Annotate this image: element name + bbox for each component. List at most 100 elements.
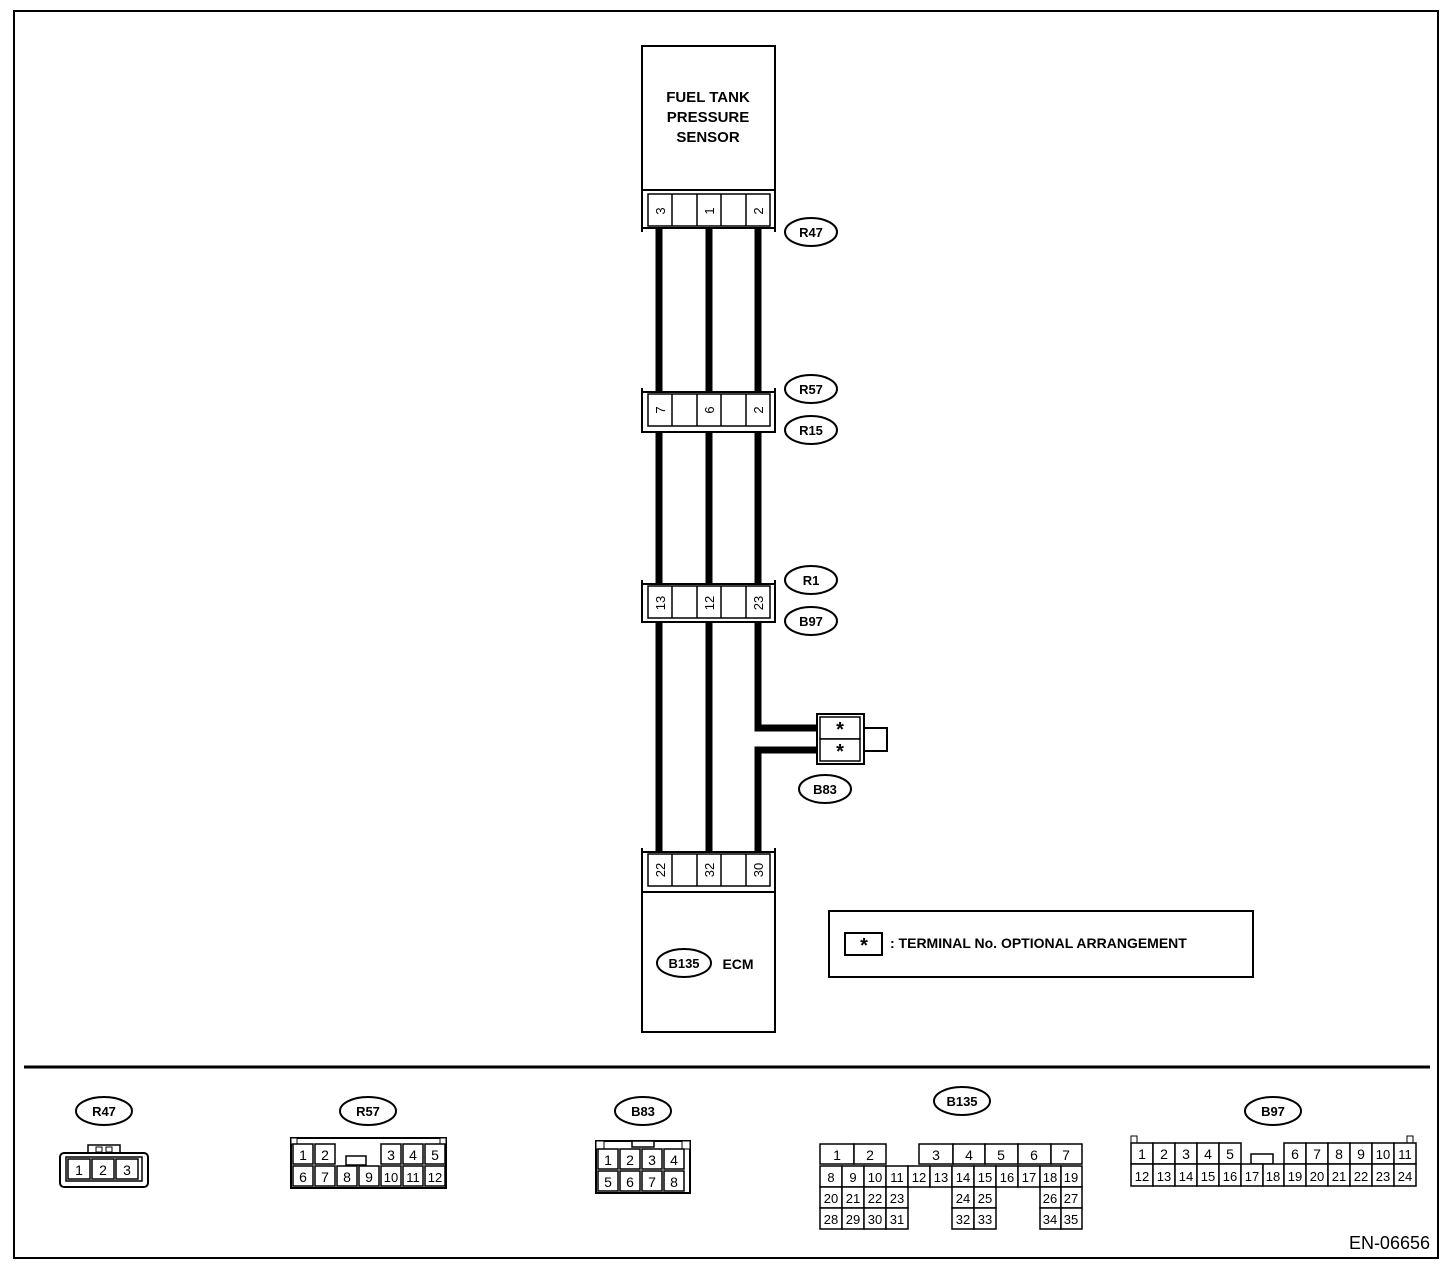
r57-view-pin: 4: [409, 1147, 417, 1163]
b135-view-pin: 25: [978, 1191, 992, 1206]
b97-view-pin: 8: [1335, 1146, 1343, 1162]
r1-pin: 23: [751, 596, 766, 610]
b135-view-pin: 8: [827, 1170, 834, 1185]
connector-tag-b97: B97: [784, 606, 838, 636]
b97-view-pin: 14: [1179, 1169, 1193, 1184]
connector-tag-r57: R57: [784, 374, 838, 404]
b135-view-pin: 29: [846, 1212, 860, 1227]
b135-pin: 22: [653, 863, 668, 877]
b135-view-pin: 16: [1000, 1170, 1014, 1185]
legend-text: : TERMINAL No. OPTIONAL ARRANGEMENT: [890, 935, 1187, 951]
b135-view-pin: 23: [890, 1191, 904, 1206]
r57-view-pin: 12: [428, 1170, 442, 1185]
b135-view-pin: 9: [849, 1170, 856, 1185]
connector-tag-b83-label: B83: [813, 782, 837, 797]
b135-view-pin: 20: [824, 1191, 838, 1206]
b83-pin: *: [836, 741, 844, 763]
b135-view-pin: 13: [934, 1170, 948, 1185]
b135-view-pin: 17: [1022, 1170, 1036, 1185]
connector-r47-pins: 3 1 2: [641, 189, 776, 232]
ecm-connector-tag: B135: [668, 956, 699, 971]
connector-tag-r15: R15: [784, 415, 838, 445]
outer-frame: [13, 10, 1439, 1259]
b135-view-pin: 19: [1064, 1170, 1078, 1185]
r57-pin: 6: [702, 406, 717, 413]
b97-view-pin: 21: [1332, 1169, 1346, 1184]
b135-view-pin: 6: [1030, 1147, 1038, 1163]
r57-view-pin: 6: [299, 1169, 307, 1185]
r47-pin: 1: [702, 207, 717, 214]
connector-tag-r1: R1: [784, 565, 838, 595]
b83-view-pin: 5: [604, 1174, 612, 1190]
b135-view-pin: 10: [868, 1170, 882, 1185]
connector-tag-r47-label: R47: [799, 225, 823, 240]
connector-view-b83: B83 1 2 3 4 5 6 7 8: [595, 1096, 691, 1194]
b83-view-pin: 3: [648, 1152, 656, 1168]
b135-view-pin: 33: [978, 1212, 992, 1227]
b97-view-pin: 4: [1204, 1146, 1212, 1162]
b135-pin: 32: [702, 863, 717, 877]
connector-tag-r57-label: R57: [799, 382, 823, 397]
sensor-label-line1: FUEL TANK: [666, 89, 750, 106]
r57-view-pin: 9: [365, 1169, 373, 1185]
b135-view-pin: 11: [890, 1170, 904, 1185]
r47-pin: 3: [653, 207, 668, 214]
b97-view-pin: 6: [1291, 1146, 1299, 1162]
r47-view-pin: 1: [75, 1162, 83, 1178]
r57-view-pin: 2: [321, 1147, 329, 1163]
b83-view-pin: 6: [626, 1174, 634, 1190]
b135-view-pin: 21: [846, 1191, 860, 1206]
connector-view-b135-label: B135: [946, 1094, 977, 1109]
b135-view-pin: 2: [866, 1147, 874, 1163]
b97-view-pin: 13: [1157, 1169, 1171, 1184]
b135-view-pin: 27: [1064, 1191, 1078, 1206]
b83-view-pin: 4: [670, 1152, 678, 1168]
sensor-label-line3: SENSOR: [676, 129, 740, 146]
sensor-label-line2: PRESSURE: [667, 109, 750, 126]
b97-view-pin: 2: [1160, 1146, 1168, 1162]
figure-code: EN-06656: [1349, 1233, 1430, 1253]
r57-view-pin: 5: [431, 1147, 439, 1163]
r1-pin: 12: [702, 596, 717, 610]
b135-view-pin: 22: [868, 1191, 882, 1206]
connector-view-b97: B97: [1130, 1096, 1417, 1187]
b97-view-pin: 1: [1138, 1146, 1146, 1162]
b97-view-pin: 9: [1357, 1146, 1365, 1162]
connector-view-b83-label: B83: [631, 1104, 655, 1119]
b135-view-pin: 28: [824, 1212, 838, 1227]
b135-view-pin: 7: [1062, 1147, 1070, 1163]
connector-tag-b97-label: B97: [799, 614, 823, 629]
r57-view-pin: 7: [321, 1169, 329, 1185]
b97-view-pin: 17: [1245, 1169, 1259, 1184]
r57-view-pin: 3: [387, 1147, 395, 1163]
connector-tag-b83: B83: [798, 774, 852, 804]
b135-view-pin: 15: [978, 1170, 992, 1185]
r47-view-pin: 3: [123, 1162, 131, 1178]
connector-tag-r15-label: R15: [799, 423, 823, 438]
r57-pin: 7: [653, 406, 668, 413]
connector-b83: * *: [816, 713, 888, 765]
b135-view-pin: 4: [965, 1147, 973, 1163]
b135-view-pin: 24: [956, 1191, 970, 1206]
r57-view-pin: 11: [406, 1170, 420, 1185]
b97-view-pin: 22: [1354, 1169, 1368, 1184]
b97-view-pin: 7: [1313, 1146, 1321, 1162]
b97-view-pin: 20: [1310, 1169, 1324, 1184]
connector-view-r47-label: R47: [92, 1104, 116, 1119]
legend-box: * : TERMINAL No. OPTIONAL ARRANGEMENT: [828, 910, 1254, 978]
r57-pin: 2: [751, 406, 766, 413]
b135-view-pin: 1: [833, 1147, 841, 1163]
r47-pin: 2: [751, 207, 766, 214]
b135-view-pin: 35: [1064, 1212, 1078, 1227]
connector-view-b135: B135: [819, 1086, 1083, 1230]
r47-view-pin: 2: [99, 1162, 107, 1178]
b135-view-pin: 26: [1043, 1191, 1057, 1206]
b135-view-pin: 30: [868, 1212, 882, 1227]
b135-view-pin: 5: [997, 1147, 1005, 1163]
b97-view-pin: 5: [1226, 1146, 1234, 1162]
b97-view-pin: 24: [1398, 1169, 1412, 1184]
connector-view-r57: R57 1 2 3 4 5 6 7 8 9 10 11 12: [290, 1096, 447, 1189]
connector-r1-b97-pins: 13 12 23: [641, 580, 776, 623]
legend-symbol: *: [860, 935, 868, 957]
